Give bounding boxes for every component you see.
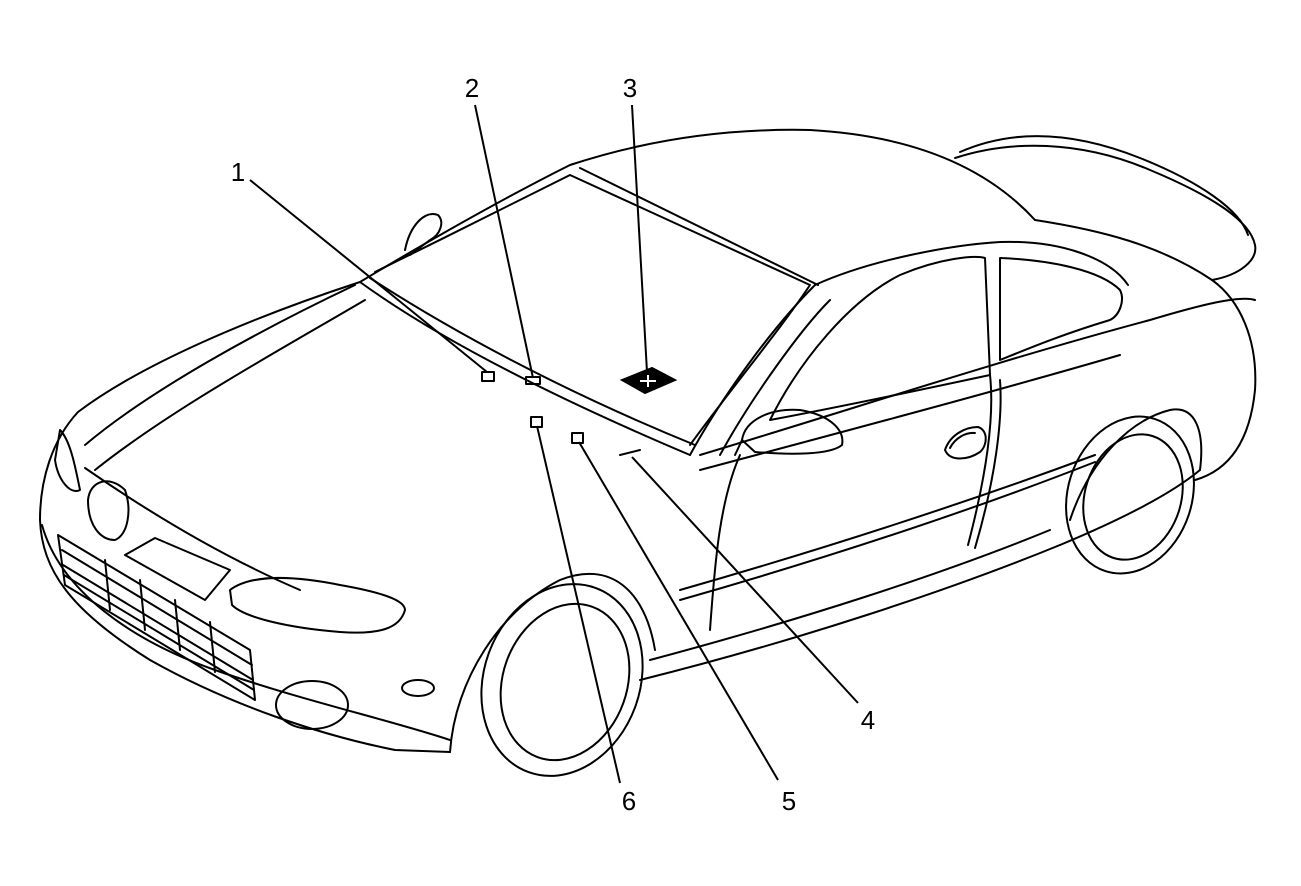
callout-3: 3 bbox=[623, 73, 637, 103]
marker-1 bbox=[482, 372, 494, 381]
module-3-icon bbox=[622, 368, 675, 393]
leader-lines bbox=[250, 105, 858, 783]
marker-4 bbox=[620, 450, 640, 455]
callout-6: 6 bbox=[622, 786, 636, 816]
callout-4: 4 bbox=[861, 705, 875, 735]
leader-5 bbox=[579, 442, 778, 780]
callout-5: 5 bbox=[782, 786, 796, 816]
leader-2 bbox=[475, 105, 533, 378]
callout-1: 1 bbox=[231, 157, 245, 187]
marker-5 bbox=[572, 433, 583, 443]
marker-6 bbox=[531, 417, 542, 427]
leader-3 bbox=[632, 105, 647, 372]
front-wheel bbox=[455, 561, 669, 799]
leader-1 bbox=[250, 180, 487, 372]
callout-2: 2 bbox=[465, 73, 479, 103]
windshield bbox=[360, 168, 818, 455]
leader-4 bbox=[632, 457, 858, 703]
component-markers bbox=[482, 372, 640, 455]
front-lamps bbox=[55, 430, 434, 729]
front-grille bbox=[58, 535, 255, 700]
leader-6 bbox=[537, 426, 620, 783]
car-body-outline bbox=[40, 130, 1255, 752]
rear-wheel bbox=[1046, 400, 1213, 590]
